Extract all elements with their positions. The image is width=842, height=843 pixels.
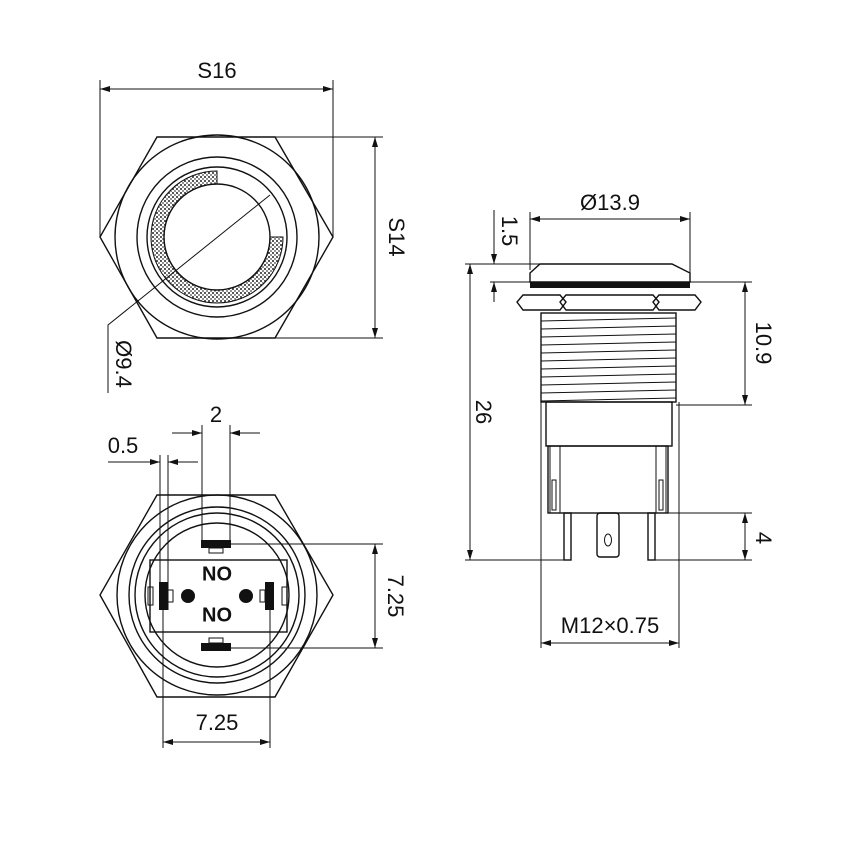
dim-label-vertical-spacing: 7.25 bbox=[383, 575, 408, 618]
ring bbox=[128, 506, 306, 684]
thread-line bbox=[540, 325, 677, 330]
terminal-bottom bbox=[201, 643, 231, 651]
terminal-tab bbox=[208, 547, 224, 554]
button-ring bbox=[146, 166, 288, 308]
led-ring-band bbox=[530, 282, 690, 288]
pin-led bbox=[596, 512, 620, 558]
dim-label-cap-height: 1.5 bbox=[497, 216, 522, 247]
bezel-ring bbox=[136, 156, 298, 318]
terminal-tab bbox=[147, 586, 154, 606]
switch-housing bbox=[545, 401, 673, 447]
nut-face bbox=[516, 294, 567, 311]
button-cap bbox=[529, 263, 691, 283]
ring bbox=[134, 512, 300, 678]
top-view: S16 S14 Ø9.4 bbox=[99, 58, 409, 393]
button-face bbox=[163, 183, 271, 291]
contact-label-no: NO bbox=[202, 563, 232, 585]
terminal-block bbox=[547, 445, 669, 514]
dim-label-total-length: 26 bbox=[471, 400, 496, 424]
dim-label-diameter: Ø9.4 bbox=[111, 340, 136, 388]
dim-label-thread: M12×0.75 bbox=[561, 613, 659, 638]
thread-line bbox=[540, 349, 677, 354]
diameter-leader bbox=[107, 194, 271, 393]
thread-line bbox=[540, 357, 677, 362]
pin bbox=[647, 512, 656, 561]
terminal-tab bbox=[259, 589, 266, 603]
thread-line bbox=[540, 333, 677, 338]
contact-label-no: NO bbox=[202, 604, 232, 626]
thread-lines bbox=[540, 317, 677, 402]
bottom-view: NO NO 2 0.5 7.25 7.25 bbox=[99, 402, 408, 748]
pin-hole bbox=[604, 533, 612, 547]
dim-label-terminal-width: 2 bbox=[210, 402, 222, 427]
nut-face bbox=[559, 294, 660, 311]
thread-line bbox=[540, 381, 677, 386]
thread-line bbox=[540, 373, 677, 378]
outer-ring bbox=[114, 134, 320, 340]
dim-label-pin-length: 4 bbox=[751, 532, 776, 544]
ring bbox=[144, 522, 290, 668]
led-pin bbox=[181, 589, 195, 603]
terminal-left bbox=[159, 582, 168, 610]
side-view: Ø13.9 1.5 26 10.9 4 M12×0.75 bbox=[465, 190, 776, 648]
terminal-side bbox=[549, 445, 561, 514]
dim-label-s16: S16 bbox=[197, 58, 236, 83]
dim-label-cap-diameter: Ø13.9 bbox=[580, 190, 640, 215]
terminal-slot bbox=[551, 479, 557, 511]
thread-line bbox=[540, 365, 677, 370]
outer-ring bbox=[116, 494, 318, 696]
thread-line bbox=[540, 341, 677, 346]
terminal-side bbox=[655, 445, 667, 514]
terminal-tab bbox=[167, 589, 174, 603]
dim-label-thread-length: 10.9 bbox=[751, 322, 776, 365]
terminal-tab bbox=[208, 637, 224, 644]
terminal-tab bbox=[281, 586, 288, 606]
nut-face bbox=[652, 294, 702, 311]
thread-line bbox=[540, 389, 677, 394]
led-pin bbox=[239, 589, 253, 603]
thread-line bbox=[540, 397, 677, 402]
pin bbox=[563, 512, 572, 561]
dim-label-terminal-thickness: 0.5 bbox=[108, 433, 139, 458]
terminal-slot bbox=[658, 479, 664, 511]
hex-nut-outline bbox=[99, 494, 334, 698]
thread-line bbox=[540, 317, 677, 322]
terminal-right bbox=[265, 582, 274, 610]
dim-label-horizontal-spacing: 7.25 bbox=[196, 710, 239, 735]
terminal-top bbox=[201, 540, 231, 548]
dim-label-s14: S14 bbox=[384, 217, 409, 256]
